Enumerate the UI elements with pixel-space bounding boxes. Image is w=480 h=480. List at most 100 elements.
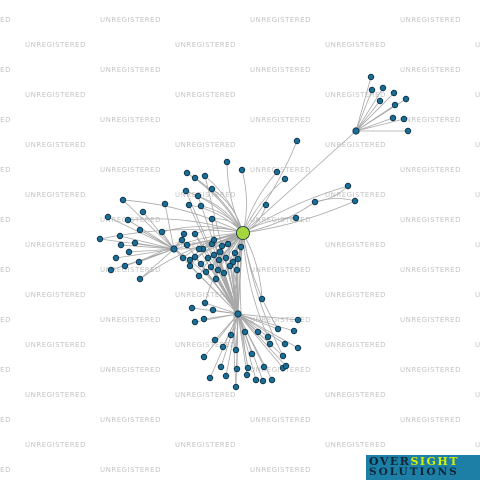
watermark-text: UNREGISTERED: [100, 316, 161, 324]
network-node: [200, 315, 208, 323]
network-node: [244, 364, 252, 372]
network-edge: [203, 313, 239, 358]
network-node: [139, 208, 147, 216]
watermark-text: UNREGISTERED: [0, 216, 11, 224]
watermark-text: UNREGISTERED: [0, 166, 11, 174]
watermark-text: UNREGISTERED: [325, 441, 386, 449]
watermark-text: UNREGISTERED: [250, 216, 311, 224]
network-edge: [237, 313, 299, 321]
network-node: [232, 383, 240, 391]
network-node: [402, 95, 410, 103]
watermark-text: UNREGISTERED: [475, 91, 480, 99]
watermark-text: UNREGISTERED: [400, 116, 461, 124]
network-edge: [188, 204, 239, 315]
network-node: [254, 328, 262, 336]
network-node: [233, 266, 241, 274]
watermark-text: UNREGISTERED: [175, 191, 236, 199]
network-node: [220, 269, 228, 277]
network-edge: [203, 313, 239, 320]
watermark-text: UNREGISTERED: [400, 316, 461, 324]
watermark-text: UNREGISTERED: [325, 141, 386, 149]
network-node: [186, 262, 194, 270]
network-node: [217, 363, 225, 371]
network-node: [191, 253, 199, 261]
watermark-text: UNREGISTERED: [100, 16, 161, 24]
network-node: [367, 73, 375, 81]
network-edge: [242, 232, 284, 357]
network-node: [212, 275, 220, 283]
watermark-text: UNREGISTERED: [25, 91, 86, 99]
network-edge: [225, 313, 239, 377]
network-node: [191, 318, 199, 326]
network-node: [234, 310, 242, 318]
network-node: [204, 254, 212, 262]
network-edge: [237, 313, 279, 330]
network-node: [352, 127, 360, 135]
network-node: [404, 127, 412, 135]
watermark-text: UNREGISTERED: [175, 391, 236, 399]
watermark-text: UNREGISTERED: [175, 41, 236, 49]
network-edge: [237, 313, 248, 376]
network-node: [400, 115, 408, 123]
network-edge: [355, 76, 372, 132]
watermark-text: UNREGISTERED: [25, 391, 86, 399]
watermark-text: UNREGISTERED: [100, 366, 161, 374]
network-node: [209, 306, 217, 314]
network-node: [294, 316, 302, 324]
network-edge: [237, 313, 299, 349]
network-edge: [237, 313, 295, 332]
network-edge: [134, 242, 175, 250]
watermark-text: UNREGISTERED: [475, 141, 480, 149]
network-node: [191, 174, 199, 182]
watermark-text: UNREGISTERED: [100, 466, 161, 474]
network-node: [200, 353, 208, 361]
network-node: [262, 201, 270, 209]
network-node: [117, 241, 125, 249]
network-edge: [355, 100, 381, 132]
network-edge: [139, 248, 175, 280]
watermark-text: UNREGISTERED: [400, 16, 461, 24]
watermark-text: UNREGISTERED: [25, 291, 86, 299]
watermark-text: UNREGISTERED: [475, 191, 480, 199]
watermark-text: UNREGISTERED: [325, 341, 386, 349]
network-node: [311, 198, 319, 206]
focus-node: [236, 226, 250, 240]
network-node: [180, 230, 188, 238]
watermark-text: UNREGISTERED: [325, 191, 386, 199]
watermark-text: UNREGISTERED: [400, 166, 461, 174]
network-node: [389, 114, 397, 122]
network-edge: [122, 199, 244, 234]
network-node: [222, 372, 230, 380]
network-edge: [355, 89, 373, 132]
network-node: [211, 336, 219, 344]
network-node: [219, 343, 227, 351]
network-edge: [236, 269, 239, 315]
network-node: [96, 235, 104, 243]
network-node: [218, 242, 226, 250]
network-node: [351, 197, 359, 205]
network-edge: [355, 104, 396, 132]
network-node: [191, 230, 199, 238]
network-node: [264, 333, 272, 341]
network-edge: [110, 248, 175, 271]
network-node: [182, 187, 190, 195]
logo-word-sight: SIGHT: [410, 455, 460, 468]
network-node: [260, 363, 268, 371]
network-node: [197, 260, 205, 268]
watermark-text: UNREGISTERED: [325, 241, 386, 249]
network-node: [223, 158, 231, 166]
watermark-text: UNREGISTERED: [0, 416, 11, 424]
watermark-text: UNREGISTERED: [475, 291, 480, 299]
network-node: [241, 328, 249, 336]
network-node: [112, 254, 120, 262]
watermark-text: UNREGISTERED: [325, 41, 386, 49]
network-edge: [232, 232, 244, 315]
watermark-text: UNREGISTERED: [250, 166, 311, 174]
network-node: [292, 214, 300, 222]
network-node: [183, 169, 191, 177]
network-node: [231, 249, 239, 257]
network-node: [282, 362, 290, 370]
watermark-text: UNREGISTERED: [175, 441, 236, 449]
network-edge: [127, 219, 175, 250]
network-node: [391, 101, 399, 109]
